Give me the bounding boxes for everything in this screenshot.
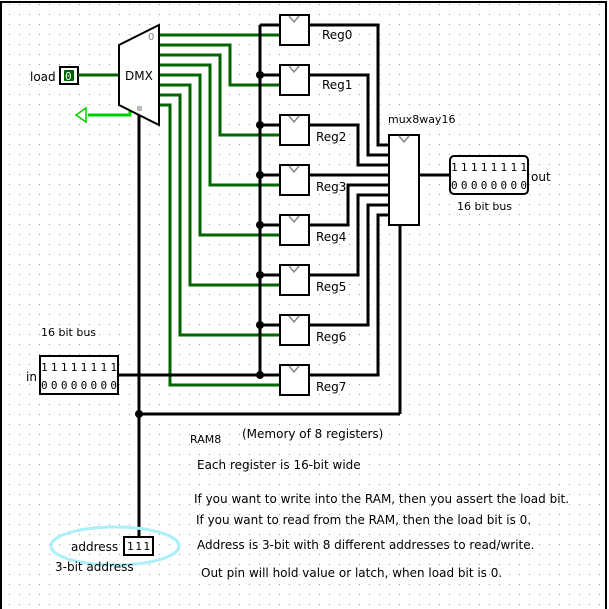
clock-icon [288,315,300,324]
in-pin[interactable]: 11111111 00000000 [39,355,119,395]
in-pin-caption: 16 bit bus [41,326,96,339]
register-6[interactable] [279,314,310,346]
in-pin-label: in [26,370,37,384]
register-1[interactable] [279,64,310,96]
load-pin-label: load [30,70,56,84]
note-line: Out pin will hold value or latch, when l… [201,566,502,580]
address-pin-value: 111 [127,540,150,553]
register-7[interactable] [279,364,310,396]
out-pin-caption: 16 bit bus [457,200,512,213]
clock-icon [288,15,300,24]
junction-address [135,410,143,418]
register-2[interactable] [279,114,310,146]
note-line: Address is 3-bit with 8 different addres… [197,538,534,552]
register-label: Reg2 [316,130,346,144]
register-0[interactable] [279,14,310,46]
register-3[interactable] [279,164,310,196]
out-pin[interactable]: 11111111 00000000 [449,155,529,195]
register-label: Reg5 [316,280,346,294]
note-line: If you want to read from the RAM, then t… [196,513,531,527]
address-pin[interactable]: 111 [123,536,154,556]
in-bus-junctions [256,71,280,379]
clock-icon [288,115,300,124]
demux-select-port-label: 0 [148,32,154,43]
wire-tunnel [88,110,132,117]
mux-label: mux8way16 [388,113,455,126]
register-output-wires [309,23,390,377]
clock-icon [288,65,300,74]
load-pin-value: 0 [65,70,72,83]
register-label: Reg4 [316,230,346,244]
register-label: Reg6 [316,330,346,344]
register-label: Reg0 [322,28,352,42]
clock-icon [288,365,300,374]
demux-label: DMX [125,69,153,83]
note-line: Each register is 16-bit wide [197,458,361,472]
register-label: Reg3 [316,180,346,194]
demux[interactable]: 0 DMX [118,23,160,127]
address-pin-label: address [71,540,118,554]
demux-select-port [137,106,142,111]
notes-title: RAM8 [190,433,221,446]
register-label: Reg1 [322,78,352,92]
address-pin-caption: 3-bit address [55,560,134,574]
out-pin-label: out [531,170,551,184]
note-line: If you want to write into the RAM, then … [194,492,569,506]
register-label: Reg7 [316,380,346,394]
address-highlight-ellipse [49,525,181,567]
register-5[interactable] [279,264,310,296]
mux8way16[interactable] [388,134,420,226]
load-pin[interactable]: 0 [59,66,79,85]
notes-subtitle: (Memory of 8 registers) [242,427,383,441]
clock-icon [288,265,300,274]
clock-icon [288,165,300,174]
register-4[interactable] [279,214,310,246]
clock-icon [288,215,300,224]
tunnel-arrow-icon [74,106,87,124]
